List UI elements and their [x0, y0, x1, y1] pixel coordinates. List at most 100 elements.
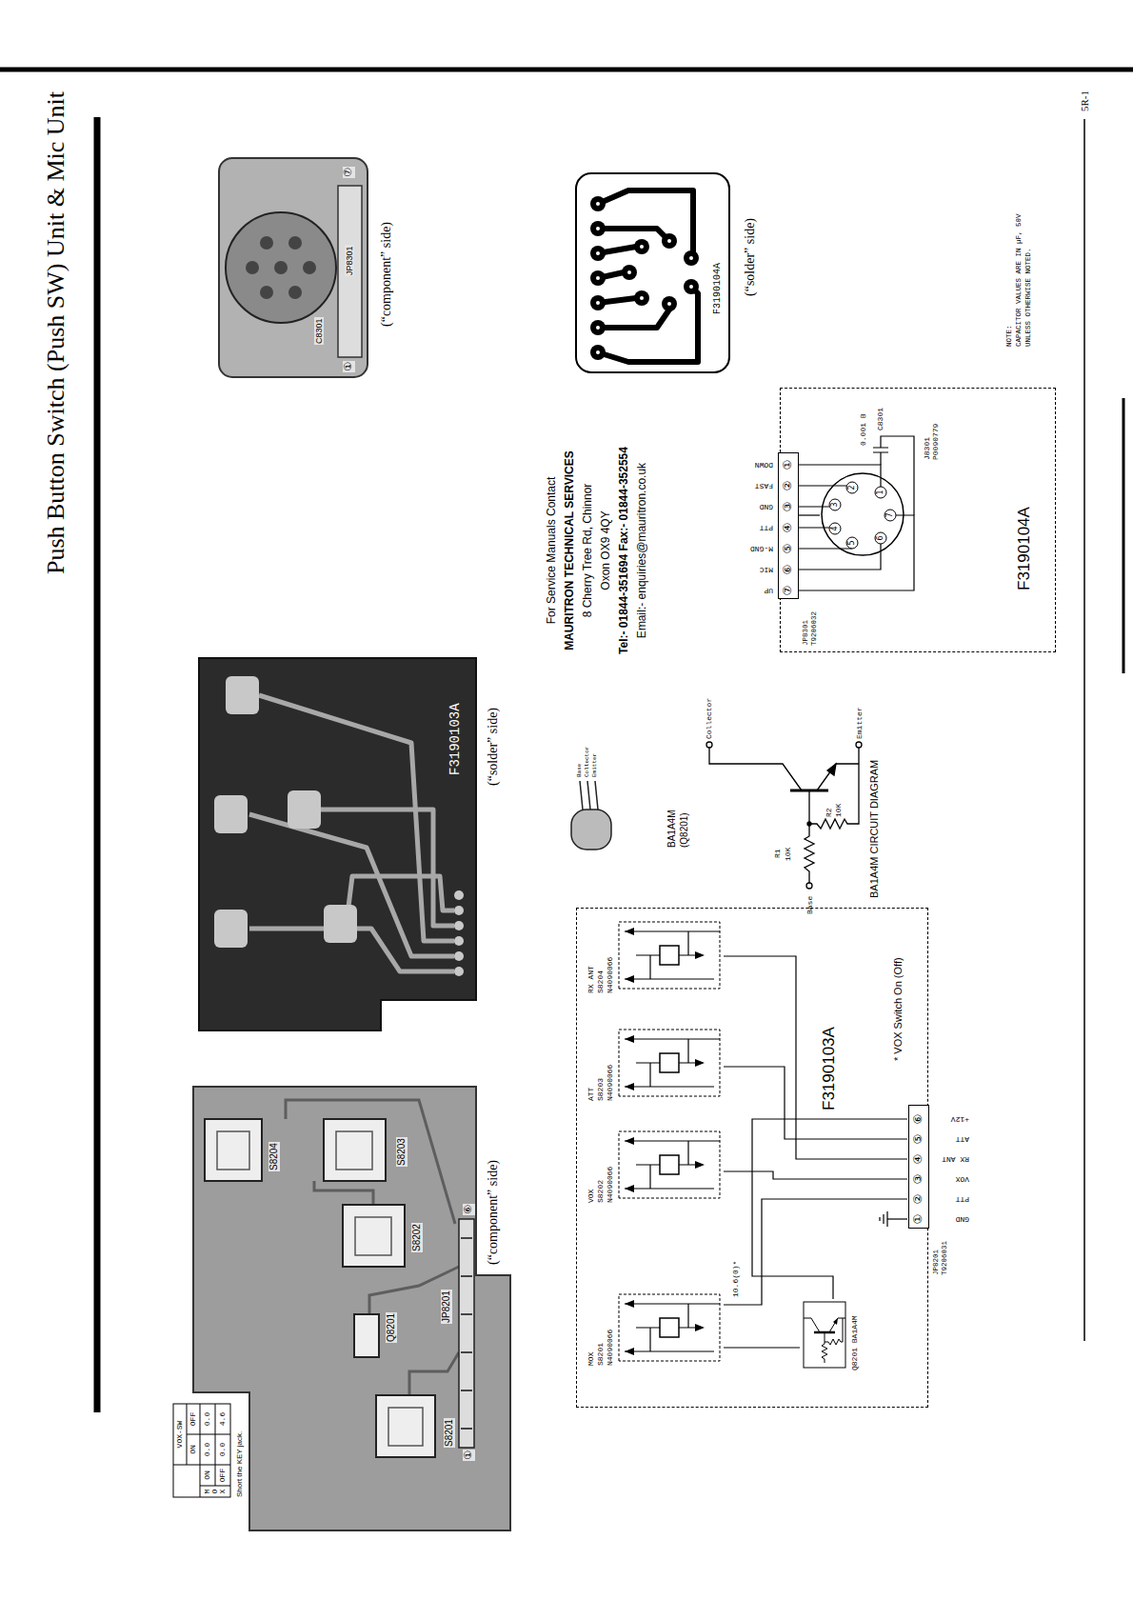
switch-unit-wiring-part — [887, 1217, 908, 1219]
switch-label: S8201 — [596, 1289, 606, 1366]
mic-pcb-solder-side-part-part — [590, 295, 606, 311]
board-callout: JP8201 — [440, 1289, 453, 1324]
mic-pcb-solder-side-part-part — [639, 296, 644, 300]
pin-number: ⑥ — [912, 1113, 924, 1125]
mic-pcb-solder-side-part-part — [627, 270, 632, 275]
pin-number: 6 — [876, 535, 885, 540]
wire-connector — [797, 514, 820, 516]
pin-number: ④ — [781, 522, 794, 534]
mic-pcb-solder-side-part-part — [596, 226, 600, 231]
signal-name: GND — [759, 502, 774, 511]
transistor-symbol-part — [821, 1331, 828, 1363]
mic-pcb-component-side-part-part — [288, 236, 302, 250]
pcb-component-side-part-part — [460, 1389, 473, 1392]
page-rule — [0, 69, 1133, 1412]
mic-pcb-solder-side-part-part — [590, 270, 606, 286]
circuit-label: Base — [805, 895, 815, 915]
board-callout: ⑦ — [342, 166, 356, 179]
voltage-table-grid-part — [173, 1403, 231, 1497]
table-cell: 0.0 — [218, 1442, 227, 1456]
switch-symbol-part — [659, 1317, 679, 1337]
switch-symbol-part — [624, 1184, 635, 1193]
connector-label: JP8201 T9206031 — [932, 1231, 949, 1275]
switch-symbol-part — [624, 1037, 720, 1039]
pin-name: Emitter — [592, 753, 598, 777]
mic-pcb-solder-side-part-part — [639, 244, 644, 249]
transistor-package-part — [571, 809, 612, 850]
pcb-component-side-part-part — [204, 1118, 262, 1181]
unit-name: F3190103A — [819, 1026, 839, 1111]
mic-pcb-solder-side-part — [576, 173, 730, 373]
mic-pcb-solder-side-part-part — [590, 245, 606, 261]
transistor-package — [571, 780, 612, 850]
pcb-component-side-part-part — [217, 1131, 250, 1170]
transistor-symbol — [800, 1298, 849, 1371]
switch-symbol — [616, 1024, 722, 1101]
transistor-circuit-part — [804, 790, 815, 883]
pin-number: 7 — [886, 512, 895, 517]
pcb-component-side-part-part — [355, 1216, 392, 1255]
pcb-component-side-part-part — [342, 1204, 405, 1267]
mic-pcb-solder-side-part-part — [596, 350, 600, 355]
mic-pcb-solder-side-part-part — [597, 309, 670, 328]
wire-connector — [723, 955, 908, 1159]
signal-name: M-GND — [750, 544, 774, 553]
switch-label: S8204 — [596, 916, 606, 994]
mic-unit-wiring-part — [873, 436, 915, 516]
switch-symbol-part — [618, 921, 720, 989]
mic-pcb-solder-side-part-part — [667, 238, 672, 243]
pcb-component-side-part — [285, 1099, 459, 1395]
pcb-component-side-part-part — [460, 1236, 473, 1239]
switch-symbol-part — [649, 1062, 651, 1087]
mic-pcb-solder-side — [576, 173, 730, 373]
switch-symbol-part — [624, 974, 635, 983]
pin-number: ② — [781, 480, 794, 492]
board-callout: S8201 — [443, 1417, 456, 1448]
diagram-caption: BA1A4M CIRCUIT DIAGRAM — [868, 759, 881, 898]
mic-pcb-solder-side-part-part — [689, 284, 694, 289]
component-value: 0.001 B — [858, 413, 868, 446]
transistor-package-part-part — [587, 780, 591, 810]
transistor-circuit-part — [706, 741, 713, 748]
switch-unit-wiring — [752, 1118, 908, 1299]
mic-pcb-solder-side-part — [590, 196, 699, 360]
voltage-label: 10.6(0)* — [731, 1260, 740, 1297]
switch-symbol-part — [695, 1160, 705, 1169]
pin-number: ④ — [912, 1153, 924, 1165]
transistor-circuit-part — [827, 763, 836, 776]
view-caption: (“component” side) — [378, 221, 395, 327]
pcb-solder-side-part-part — [225, 675, 259, 715]
signal-name: PTT — [759, 523, 774, 532]
pcb-solder-side-part — [214, 675, 464, 976]
pin-number: ③ — [781, 501, 794, 513]
jack-pin-part — [846, 536, 858, 549]
transistor-circuit-part — [855, 741, 862, 748]
pcb-solder-side-part-part — [454, 951, 464, 961]
page-rule-part — [94, 117, 101, 1412]
mic-unit-wiring-part — [797, 515, 915, 591]
part-label: BA1A4M — [666, 810, 678, 848]
mic-pcb-solder-side-part — [596, 201, 694, 355]
part-label: (Q8201) — [678, 812, 691, 848]
mic-pcb-solder-side-part-part — [667, 301, 672, 306]
mic-pcb-component-side-part — [337, 185, 362, 358]
unit-name: F3190104A — [1014, 506, 1034, 591]
transistor-symbol-part — [803, 1317, 820, 1332]
transistor-symbol-part — [833, 1317, 838, 1325]
signal-name: ATT — [955, 1134, 970, 1143]
mic-unit-wiring-part — [797, 505, 830, 507]
transistor-package-part — [579, 780, 598, 810]
switch-symbol-part — [687, 931, 689, 955]
unit-box: F3190103AMOXS8201N4090066VOXS8202N409006… — [576, 907, 929, 1408]
switch-label: N4090066 — [605, 1289, 616, 1366]
pcb-component-side — [193, 1086, 511, 1531]
signal-name: DOWN — [755, 460, 774, 469]
pcb-component-side-part-part — [323, 1118, 386, 1181]
switch-unit-wiring-part — [752, 1118, 908, 1299]
mic-unit-wiring-part — [797, 547, 853, 549]
jack-outline-part — [821, 473, 904, 556]
mic-pcb-component-side-part-part — [288, 285, 302, 299]
mic-pcb-solder-side-part-part — [621, 264, 637, 280]
